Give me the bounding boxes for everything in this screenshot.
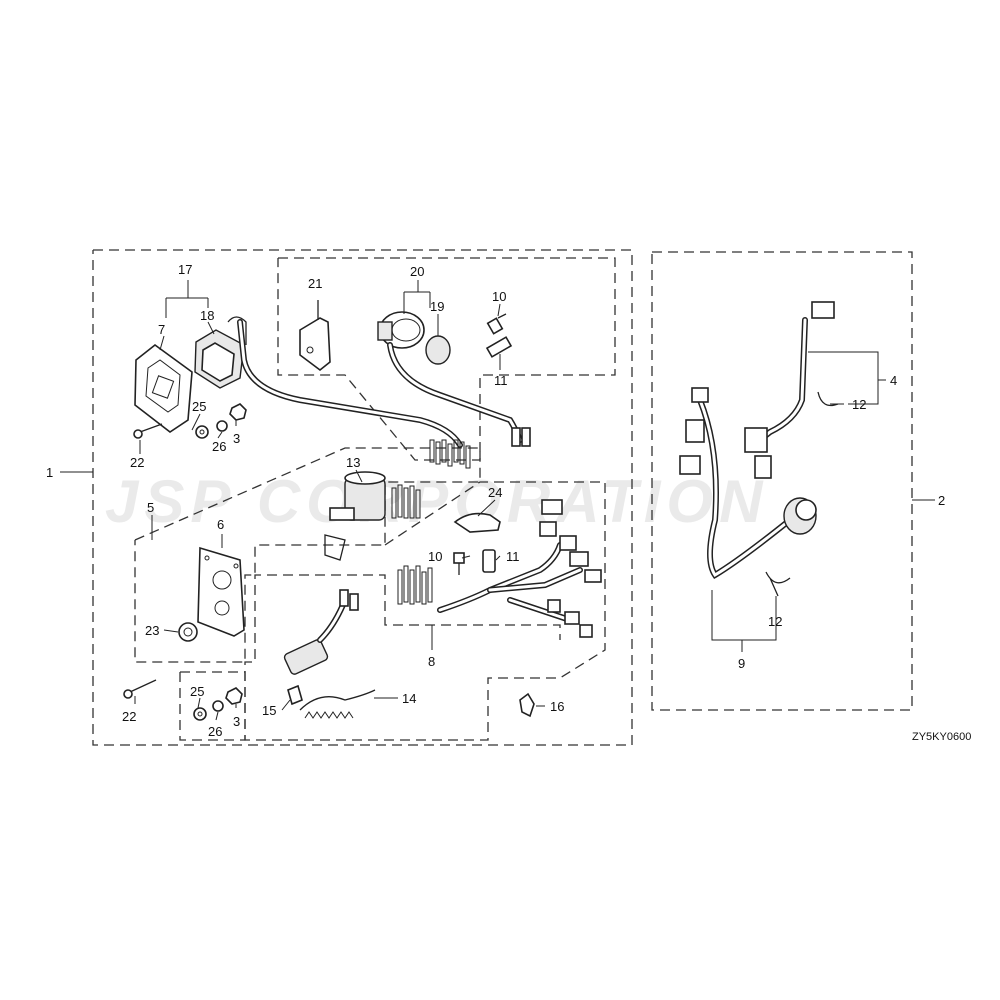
main-harness-8 <box>397 499 602 638</box>
callout-labels: 1 2 3 3 4 5 6 7 8 9 10 10 11 11 12 12 13… <box>46 262 945 739</box>
callout-13: 13 <box>346 455 360 470</box>
callout-10-upper: 10 <box>492 289 506 304</box>
watermark-text: JSP CORPORATION <box>105 468 768 535</box>
callout-25-upper: 25 <box>192 399 206 414</box>
callout-9: 9 <box>738 656 745 671</box>
ignition-switch-13 <box>324 471 421 561</box>
callout-4: 4 <box>890 373 897 388</box>
callout-15: 15 <box>262 703 276 718</box>
callout-19: 19 <box>430 299 444 314</box>
callout-22-lower: 22 <box>122 709 136 724</box>
callout-24: 24 <box>488 485 502 500</box>
callout-11-upper: 11 <box>494 373 508 388</box>
gasket-plate-7 <box>134 343 193 433</box>
callout-11-lower: 11 <box>506 549 520 564</box>
harness-18 <box>237 319 471 469</box>
nut-23 <box>178 622 198 642</box>
fasteners-lower <box>193 687 243 721</box>
callout-10-lower: 10 <box>428 549 442 564</box>
callout-2: 2 <box>938 493 945 508</box>
callout-22-upper: 22 <box>130 455 144 470</box>
screw-22-upper <box>133 423 163 439</box>
callout-23: 23 <box>145 623 159 638</box>
callout-6: 6 <box>217 517 224 532</box>
fasteners-upper <box>195 403 247 439</box>
sleeve-11-lower <box>482 549 496 573</box>
callout-21: 21 <box>308 276 322 291</box>
callout-7: 7 <box>158 322 165 337</box>
bracket-21 <box>299 300 331 372</box>
callout-16: 16 <box>550 699 564 714</box>
callout-17: 17 <box>178 262 192 277</box>
callout-26-upper: 26 <box>212 439 226 454</box>
lanyard-switch-14 <box>283 589 376 719</box>
callout-5: 5 <box>147 500 154 515</box>
callout-1: 1 <box>46 465 53 480</box>
callout-18: 18 <box>200 308 214 323</box>
callout-8: 8 <box>428 654 435 669</box>
meter-20 <box>377 311 425 349</box>
callout-12-upper: 12 <box>852 397 866 412</box>
callout-12-lower: 12 <box>768 614 782 629</box>
harness-20 <box>387 342 531 447</box>
watermark-logo: JSP CORPORATION <box>105 468 768 535</box>
callout-25-lower: 25 <box>190 684 204 699</box>
extension-harness-2 <box>679 301 835 580</box>
clamp-12-lower <box>765 571 791 597</box>
cap-19 <box>425 335 451 365</box>
switch-18 <box>194 316 247 389</box>
drawing-code: ZY5KY0600 <box>912 731 971 743</box>
bolt-10-upper <box>486 313 507 335</box>
callout-3-lower: 3 <box>233 714 240 729</box>
plate-6 <box>197 546 245 637</box>
bolt-10-lower <box>453 552 465 575</box>
leader-lines <box>60 280 935 721</box>
screw-22-lower <box>123 679 157 699</box>
callout-26-lower: 26 <box>208 724 222 739</box>
callout-14: 14 <box>402 691 416 706</box>
clip-16 <box>519 692 535 718</box>
clamp-12-upper <box>817 391 839 407</box>
callout-3-upper: 3 <box>233 431 240 446</box>
sleeve-11-upper <box>485 336 513 358</box>
callout-20: 20 <box>410 264 424 279</box>
